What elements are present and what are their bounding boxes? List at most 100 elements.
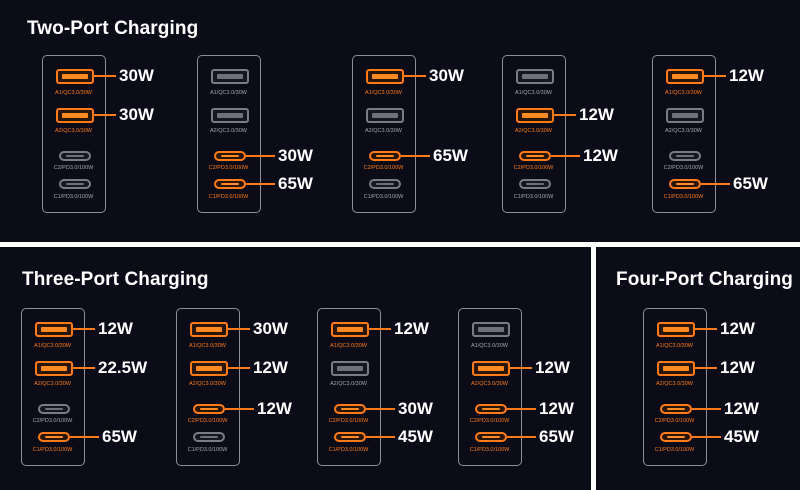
usb-c-port-c2 bbox=[369, 151, 401, 161]
wattage-label: 22.5W bbox=[98, 358, 148, 377]
port-slot bbox=[376, 155, 394, 157]
port-slot bbox=[337, 366, 363, 371]
port-label-c2: C2/PD3.0/100W bbox=[363, 165, 404, 171]
connector-line bbox=[404, 75, 426, 77]
port-slot bbox=[200, 436, 218, 438]
port-slot bbox=[676, 183, 694, 185]
port-label-a1: A1/QC3.0/30W bbox=[515, 90, 552, 96]
wattage-label: 65W bbox=[433, 146, 468, 165]
connector-line bbox=[507, 408, 536, 410]
port-label-a1: A1/QC3.0/30W bbox=[471, 343, 508, 349]
usb-a-port-a2 bbox=[35, 361, 73, 376]
port-label-a1: A1/QC3.0/30W bbox=[189, 343, 226, 349]
port-label-a1: A1/QC3.0/30W bbox=[656, 343, 693, 349]
wattage-label: 65W bbox=[539, 427, 574, 446]
usb-a-port-a2 bbox=[190, 361, 228, 376]
port-label-c1: C1/PD3.0/100W bbox=[363, 194, 404, 200]
port-label-a2: A2/QC3.0/30W bbox=[55, 128, 92, 134]
port-slot bbox=[217, 74, 243, 79]
port-label-c1: C1/PD3.0/100W bbox=[328, 447, 369, 453]
connector-line bbox=[246, 155, 275, 157]
port-label-a2: A2/QC3.0/30W bbox=[210, 128, 247, 134]
connector-line bbox=[369, 328, 391, 330]
port-slot bbox=[41, 327, 67, 332]
wattage-label: 12W bbox=[720, 319, 755, 338]
usb-c-port-c2 bbox=[475, 404, 507, 414]
port-slot bbox=[217, 113, 243, 118]
usb-c-port-c1 bbox=[669, 179, 701, 189]
connector-line bbox=[695, 328, 717, 330]
port-slot bbox=[672, 74, 698, 79]
port-slot bbox=[663, 366, 689, 371]
port-label-a2: A2/QC3.0/30W bbox=[34, 381, 71, 387]
usb-a-port-a1 bbox=[190, 322, 228, 337]
wattage-label: 30W bbox=[119, 105, 154, 124]
usb-a-port-a2 bbox=[211, 108, 249, 123]
port-label-a1: A1/QC3.0/30W bbox=[330, 343, 367, 349]
wattage-label: 30W bbox=[253, 319, 288, 338]
port-slot bbox=[526, 183, 544, 185]
port-slot bbox=[337, 327, 363, 332]
connector-line bbox=[551, 155, 580, 157]
port-label-a1: A1/QC3.0/30W bbox=[210, 90, 247, 96]
usb-c-port-c2 bbox=[334, 404, 366, 414]
wattage-label: 12W bbox=[720, 358, 755, 377]
port-label-c2: C2/PD3.0/100W bbox=[469, 418, 510, 424]
connector-line bbox=[692, 408, 721, 410]
port-label-a2: A2/QC3.0/30W bbox=[365, 128, 402, 134]
charger-body: A1/QC3.0/30W A2/QC3.0/30W C2/PD3.0/100W C1/… bbox=[458, 308, 522, 466]
connector-line bbox=[225, 408, 254, 410]
usb-a-port-a1 bbox=[666, 69, 704, 84]
connector-line bbox=[704, 75, 726, 77]
usb-c-port-c2 bbox=[59, 151, 91, 161]
connector-line bbox=[554, 114, 576, 116]
port-label-c2: C2/PD3.0/100W bbox=[328, 418, 369, 424]
port-slot bbox=[372, 74, 398, 79]
port-slot bbox=[522, 74, 548, 79]
usb-c-port-c2 bbox=[38, 404, 70, 414]
section-title: Two-Port Charging bbox=[27, 18, 199, 39]
usb-a-port-a1 bbox=[35, 322, 73, 337]
wattage-label: 12W bbox=[98, 319, 133, 338]
connector-line bbox=[695, 367, 717, 369]
wattage-label: 30W bbox=[119, 66, 154, 85]
usb-a-port-a1 bbox=[211, 69, 249, 84]
connector-line bbox=[228, 367, 250, 369]
usb-c-port-c1 bbox=[214, 179, 246, 189]
usb-a-port-a2 bbox=[666, 108, 704, 123]
connector-line bbox=[510, 367, 532, 369]
wattage-label: 12W bbox=[394, 319, 429, 338]
port-label-c2: C2/PD3.0/100W bbox=[513, 165, 554, 171]
usb-a-port-a2 bbox=[516, 108, 554, 123]
port-label-a1: A1/QC3.0/30W bbox=[665, 90, 702, 96]
port-slot bbox=[526, 155, 544, 157]
port-slot bbox=[672, 113, 698, 118]
connector-line bbox=[692, 436, 721, 438]
connector-line bbox=[94, 75, 116, 77]
port-label-c1: C1/PD3.0/100W bbox=[208, 194, 249, 200]
connector-line bbox=[366, 408, 395, 410]
port-slot bbox=[221, 155, 239, 157]
port-slot bbox=[478, 327, 504, 332]
usb-c-port-c1 bbox=[334, 432, 366, 442]
port-slot bbox=[522, 113, 548, 118]
port-label-a2: A2/QC3.0/30W bbox=[665, 128, 702, 134]
wattage-label: 12W bbox=[583, 146, 618, 165]
wattage-label: 65W bbox=[102, 427, 137, 446]
connector-line bbox=[701, 183, 730, 185]
usb-c-port-c1 bbox=[38, 432, 70, 442]
port-label-c2: C2/PD3.0/100W bbox=[663, 165, 704, 171]
port-slot bbox=[221, 183, 239, 185]
usb-c-port-c2 bbox=[193, 404, 225, 414]
wattage-label: 65W bbox=[733, 174, 768, 193]
port-label-a2: A2/QC3.0/30W bbox=[471, 381, 508, 387]
port-label-c1: C1/PD3.0/100W bbox=[663, 194, 704, 200]
port-slot bbox=[45, 436, 63, 438]
connector-line bbox=[246, 183, 275, 185]
wattage-label: 45W bbox=[724, 427, 759, 446]
wattage-label: 30W bbox=[398, 399, 433, 418]
port-label-c1: C1/PD3.0/100W bbox=[469, 447, 510, 453]
wattage-label: 12W bbox=[539, 399, 574, 418]
